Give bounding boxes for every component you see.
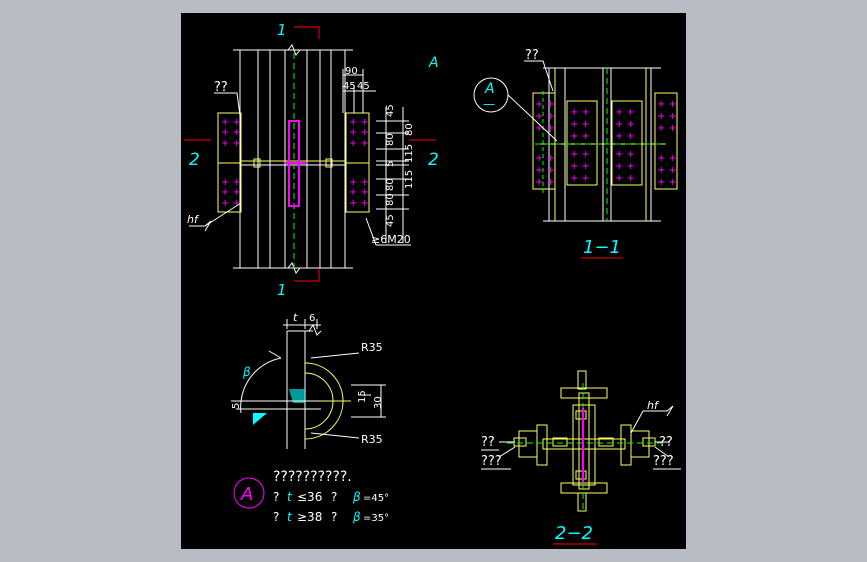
detail-note-letter: A <box>240 484 253 505</box>
detail-a: t 6 β 5 R35 R35 15 30 A ??????????. ? t <box>231 311 389 524</box>
section-1-balloon-bottom: — <box>483 97 495 111</box>
dim-45a: 45 <box>343 81 356 92</box>
svg-text:+ +: + + <box>657 123 677 134</box>
bolt-note: ≥6M20 <box>371 233 411 246</box>
svg-text:+ +: + + <box>615 131 635 142</box>
svg-text:+ +: + + <box>221 117 241 128</box>
section-2-right-a: ?? <box>659 435 673 450</box>
svg-text:+ +: + + <box>535 123 555 134</box>
section-mark-bottom: 1 <box>277 281 287 299</box>
dim-v-115-b: 115 <box>404 170 415 189</box>
dim-v-5: 5 <box>385 161 396 167</box>
dim-90: 90 <box>345 66 358 77</box>
detail-note-line2-beta: β <box>352 510 361 524</box>
detail-note-line1-q2: ? <box>331 490 337 504</box>
svg-text:+ +: + + <box>657 153 677 164</box>
dim-v-45-bot: 45 <box>385 214 396 227</box>
svg-text:+ +: + + <box>570 119 590 130</box>
svg-text:+ +: + + <box>535 153 555 164</box>
weld-hf: hf <box>187 213 200 226</box>
dim-v-80-d: 80 <box>385 193 396 206</box>
svg-text:+ +: + + <box>615 107 635 118</box>
section-2-hf: hf <box>647 399 660 412</box>
svg-text:+ +: + + <box>615 173 635 184</box>
detail-note-line2-t: t <box>287 510 293 524</box>
svg-text:+ +: + + <box>570 149 590 160</box>
svg-text:+ +: + + <box>349 198 369 209</box>
detail-dim-6: 6 <box>309 313 315 324</box>
svg-text:+ +: + + <box>349 127 369 138</box>
detail-note-line1-t: t <box>287 490 293 504</box>
section-2-left-b: ??? <box>481 454 502 469</box>
section-2-left-a: ?? <box>481 435 495 450</box>
svg-text:+ +: + + <box>615 161 635 172</box>
svg-text:+ +: + + <box>657 111 677 122</box>
detail-note-line2-q2: ? <box>331 510 337 524</box>
svg-text:+ +: + + <box>615 149 635 160</box>
callout-plate: ?? <box>214 80 228 95</box>
drawing-viewport[interactable]: + ++ ++ + + ++ ++ + + ++ ++ + + ++ ++ + … <box>181 13 686 549</box>
svg-text:+ +: + + <box>570 107 590 118</box>
svg-text:+ +: + + <box>349 117 369 128</box>
section-1-balloon-top: A <box>484 81 495 97</box>
detail-dim-30: 30 <box>373 396 384 409</box>
cad-drawing: + ++ ++ + + ++ ++ + + ++ ++ + + ++ ++ + … <box>184 21 681 545</box>
section-mark-right: 2 <box>428 150 439 170</box>
detail-dim-t: t <box>293 311 298 324</box>
svg-text:+ +: + + <box>221 138 241 149</box>
section-mark-top: 1 <box>277 21 287 39</box>
detail-note-title: ??????????. <box>273 469 352 485</box>
svg-text:+ +: + + <box>570 173 590 184</box>
svg-text:+ +: + + <box>657 177 677 188</box>
detail-note-line1-cond: ≤36 <box>297 490 322 504</box>
detail-r-bot: R35 <box>361 433 383 446</box>
detail-note-line2-cond: ≥38 <box>297 510 322 524</box>
dim-v-45-top: 45 <box>385 104 396 117</box>
section-2-title: 2−2 <box>555 523 593 544</box>
section-1-1: + ++ ++ + + ++ ++ + + ++ ++ + + ++ ++ + … <box>473 48 678 259</box>
section-2-2: hf ?? ??? ?? ??? 2−2 <box>481 370 681 545</box>
svg-text:+ +: + + <box>221 187 241 198</box>
dim-v-80-c: 80 <box>385 178 396 191</box>
section-mark-left: 2 <box>189 150 200 170</box>
dim-v-80-a: 80 <box>385 133 396 146</box>
detail-dim-5-left: 5 <box>231 403 242 409</box>
svg-text:+ +: + + <box>535 111 555 122</box>
dim-v-80-b: 80 <box>404 123 415 136</box>
detail-note-line1-val: =45° <box>363 493 389 504</box>
section-2-right-b: ??? <box>653 454 674 469</box>
detail-note-line1-q: ? <box>273 490 279 504</box>
svg-text:+ +: + + <box>221 177 241 188</box>
svg-text:+ +: + + <box>221 127 241 138</box>
detail-r-top: R35 <box>361 341 383 354</box>
column-elevation: + ++ ++ + + ++ ++ + + ++ ++ + + ++ ++ + … <box>184 21 439 299</box>
svg-text:+ +: + + <box>657 165 677 176</box>
detail-note-line2-q: ? <box>273 510 279 524</box>
section-1-callout: ?? <box>525 48 539 63</box>
dim-v-115-a: 115 <box>404 144 415 163</box>
dim-45b: 45 <box>357 81 370 92</box>
detail-note-line1-beta: β <box>352 490 361 504</box>
detail-note-line2-val: =35° <box>363 513 389 524</box>
svg-text:+ +: + + <box>570 131 590 142</box>
svg-text:+ +: + + <box>349 138 369 149</box>
svg-text:+ +: + + <box>570 161 590 172</box>
svg-text:+ +: + + <box>349 187 369 198</box>
detail-dim-15: 15 <box>357 390 368 403</box>
svg-text:+ +: + + <box>615 119 635 130</box>
svg-text:+ +: + + <box>535 99 555 110</box>
svg-text:+ +: + + <box>349 177 369 188</box>
section-1-title: 1−1 <box>583 237 621 258</box>
detail-ref-letter: A <box>428 55 439 71</box>
svg-text:+ +: + + <box>535 165 555 176</box>
svg-text:+ +: + + <box>535 177 555 188</box>
svg-text:+ +: + + <box>221 198 241 209</box>
detail-beta: β <box>242 365 251 379</box>
svg-text:+ +: + + <box>657 99 677 110</box>
